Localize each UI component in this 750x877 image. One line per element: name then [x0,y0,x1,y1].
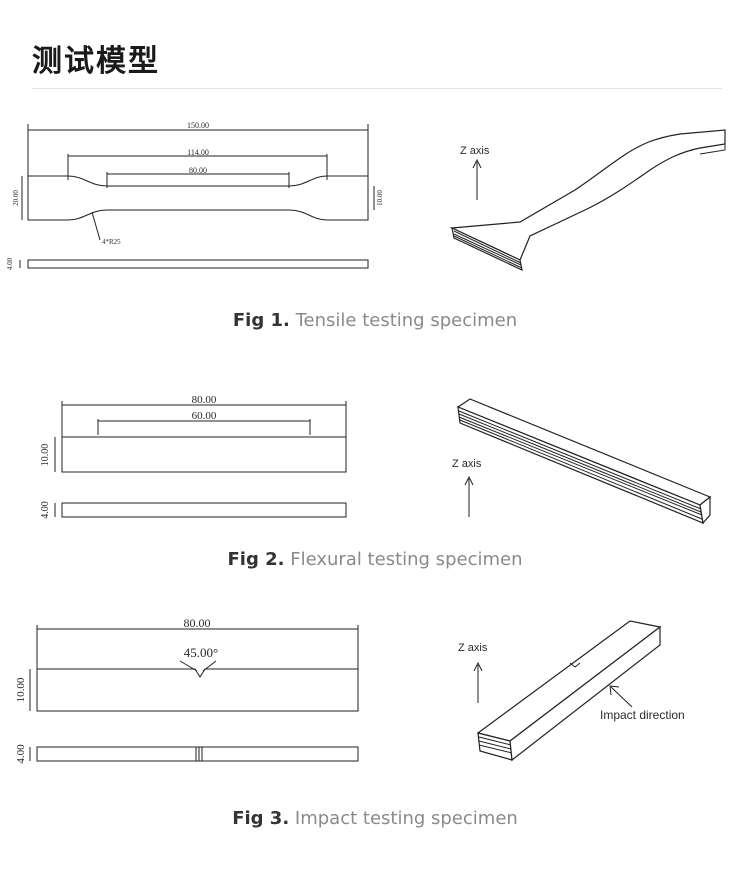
tensile-drawing: 150.00 114.00 80.00 20.00 10.00 4*R25 4.… [6,121,726,272]
caption-text: Flexural testing specimen [290,549,523,570]
impact-direction-arrow [610,686,633,708]
caption-text: Impact testing specimen [294,808,518,829]
tensile-neck-dim: 10.00 [376,190,384,206]
impact-overall-dim: 80.00 [184,616,211,630]
page-title: 测试模型 [32,44,160,79]
impact-drawing: 80.00 45.00° 10.00 4.00 Z axis Impact di… [15,616,685,764]
tensile-3d-view [449,129,726,272]
figure-caption: Fig 3. Impact testing specimen [0,808,750,829]
impact-direction-label: Impact direction [600,708,685,722]
caption-number: Fig 3. [232,808,290,829]
flexural-overall-dim: 80.00 [192,394,217,406]
figure-flexural: 80.00 60.00 10.00 4.00 Z axis Fig 2. Fle… [0,385,750,570]
tensile-thickness-dim: 4.00 [6,257,14,270]
figure-caption: Fig 1. Tensile testing specimen [0,310,750,331]
tensile-side-view [27,259,369,269]
figure-impact: 80.00 45.00° 10.00 4.00 Z axis Impact di… [0,605,750,829]
impact-side-view [36,746,359,762]
flexural-inner-dim: 60.00 [192,410,217,422]
flexural-height-dim: 10.00 [40,444,51,467]
flexural-drawing: 80.00 60.00 10.00 4.00 Z axis [40,394,712,525]
figure-caption: Fig 2. Flexural testing specimen [0,549,750,570]
caption-text: Tensile testing specimen [295,310,518,331]
impact-height-dim: 10.00 [15,677,27,702]
tensile-outline [27,175,369,221]
impact-top-view [36,668,359,712]
caption-number: Fig 2. [227,549,285,570]
impact-3d-view [476,620,662,762]
tensile-height-dim: 20.00 [12,190,20,206]
impact-axis-label: Z axis [458,642,488,654]
tensile-axis-label: Z axis [460,145,490,157]
impact-notch-angle: 45.00° [184,645,218,660]
flexural-top-view [61,436,347,473]
title-divider [32,88,722,89]
tensile-inner-dim: 80.00 [189,166,207,175]
tensile-radius-label: 4*R25 [102,238,121,246]
flexural-3d-view [456,398,712,525]
flexural-side-view [61,502,347,518]
tensile-mid-dim: 114.00 [187,148,209,157]
impact-thickness-dim: 4.00 [15,744,27,764]
flexural-axis-label: Z axis [452,458,482,470]
figure-tensile: 150.00 114.00 80.00 20.00 10.00 4*R25 4.… [0,110,750,331]
flexural-thickness-dim: 4.00 [40,501,51,519]
tensile-overall-dim: 150.00 [187,121,209,130]
caption-number: Fig 1. [232,310,290,331]
